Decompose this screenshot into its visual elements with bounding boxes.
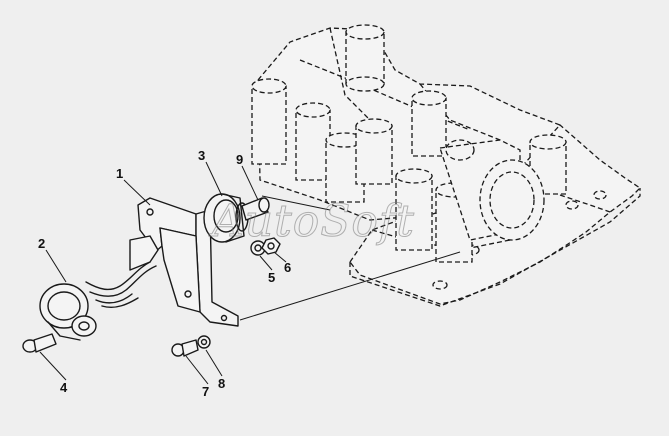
washer-part-6: [261, 237, 281, 255]
boss: [395, 168, 433, 251]
callout-4: 4: [60, 380, 68, 395]
boss: [345, 24, 385, 92]
callout-5: 5: [268, 270, 275, 285]
boss: [295, 102, 331, 181]
callout-1: 1: [116, 166, 123, 181]
callout-2: 2: [38, 236, 45, 251]
mounting-line: [239, 251, 461, 321]
watermark: AutoSoft: [208, 196, 415, 247]
boss: [411, 90, 447, 157]
callout-9: 9: [236, 152, 243, 167]
connector-ring: [203, 193, 249, 243]
callout-8: 8: [218, 376, 225, 391]
boss: [251, 78, 287, 165]
bolt-part-7: [171, 339, 199, 357]
large-bore: [439, 139, 545, 241]
callout-7: 7: [202, 384, 209, 399]
callout-6: 6: [284, 260, 291, 275]
mounting-line: [261, 195, 331, 211]
callout-labels: 1 2 3 4 5 6 7 8 9: [38, 148, 291, 399]
nut-part-5: [250, 240, 266, 256]
bolt-part-4: [22, 333, 57, 353]
callout-3: 3: [198, 148, 205, 163]
washer-part-8: [197, 335, 211, 349]
plunger-pin: [241, 197, 270, 221]
sensor-with-harness: [39, 235, 159, 341]
callout-leaders: [39, 161, 287, 385]
housing-bosses: [251, 24, 567, 263]
boss: [355, 118, 393, 185]
